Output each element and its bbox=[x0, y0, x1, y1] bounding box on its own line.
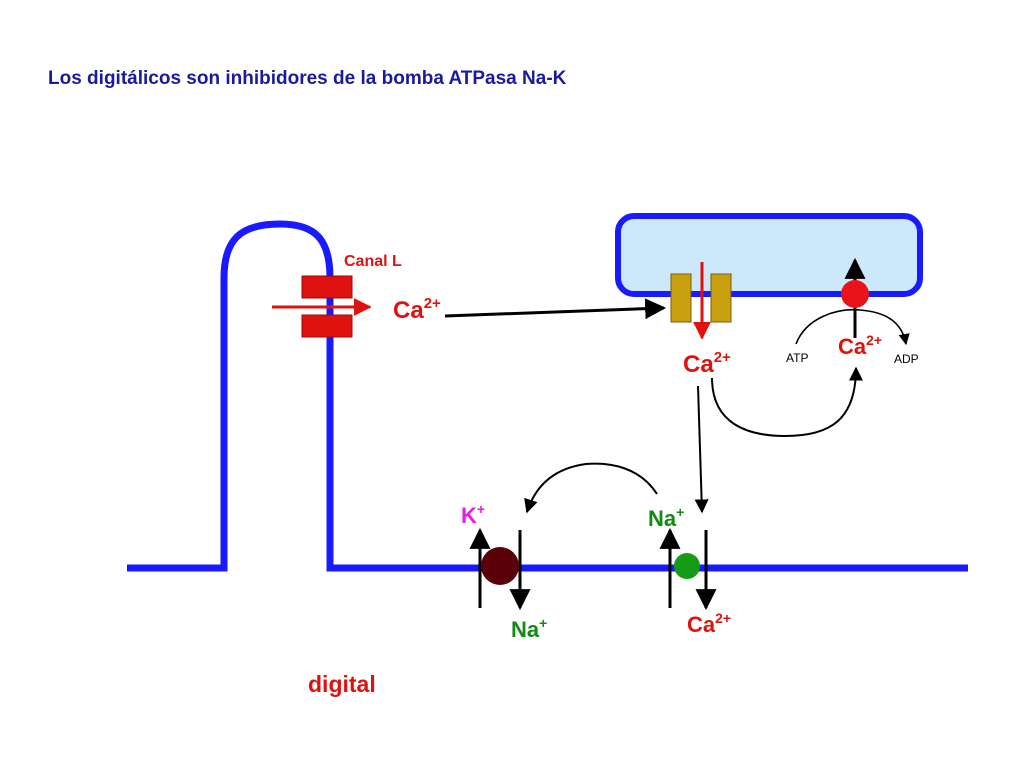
sarcoplasmic-reticulum bbox=[615, 213, 923, 297]
ca-exchanger-out-label: Ca2+ bbox=[687, 610, 731, 637]
serca-pump-circle bbox=[841, 280, 869, 308]
ca-reuptake-curve bbox=[711, 366, 863, 438]
ca-l-channel-charge: 2+ bbox=[424, 295, 441, 312]
ca-to-exchanger-arrow bbox=[694, 385, 709, 514]
k-pump-label: K+ bbox=[461, 501, 485, 528]
digital-label: digital bbox=[308, 671, 376, 697]
k-pump-charge: + bbox=[477, 501, 485, 517]
adp-label: ADP bbox=[894, 352, 919, 366]
ca-release-label: Ca2+ bbox=[683, 349, 731, 378]
na-ca-exchanger-circle bbox=[674, 553, 700, 579]
ryanodine-receptor bbox=[670, 262, 732, 340]
na-ca-exchanger bbox=[659, 527, 717, 611]
ca-exchanger-out-charge: 2+ bbox=[715, 610, 731, 626]
ca-release-charge: 2+ bbox=[714, 349, 731, 366]
sarcolemma-membrane bbox=[127, 220, 968, 572]
ca-release-symbol: Ca bbox=[683, 351, 714, 378]
na-k-atpase-pump bbox=[469, 527, 531, 611]
l-channel-lower-subunit bbox=[301, 314, 353, 338]
ca-exchanger-out-symbol: Ca bbox=[687, 612, 716, 637]
ca-serca-symbol: Ca bbox=[838, 334, 867, 359]
ca-serca-charge: 2+ bbox=[866, 332, 882, 348]
ca-l-channel-symbol: Ca bbox=[393, 297, 424, 324]
serca-pump bbox=[795, 257, 910, 346]
l-type-calcium-channel bbox=[272, 275, 372, 338]
na-k-pump-circle bbox=[481, 547, 519, 585]
na-exchanger-in-charge: + bbox=[676, 504, 684, 520]
na-exchanger-in-label: Na+ bbox=[648, 504, 684, 531]
na-pump-out-charge: + bbox=[539, 615, 547, 631]
k-pump-symbol: K bbox=[461, 503, 477, 528]
canal-l-label: Canal L bbox=[344, 253, 402, 270]
ryanodine-receptor-right bbox=[710, 273, 732, 323]
l-channel-upper-subunit bbox=[301, 275, 353, 299]
ca-serca-label: Ca2+ bbox=[838, 332, 882, 359]
ryanodine-receptor-left bbox=[670, 273, 692, 323]
na-exchanger-in-symbol: Na bbox=[648, 506, 677, 531]
na-to-pump-curve bbox=[524, 462, 658, 514]
na-pump-out-symbol: Na bbox=[511, 617, 540, 642]
slide-title: Los digitálicos son inhibidores de la bo… bbox=[48, 68, 567, 89]
atp-label: ATP bbox=[786, 351, 808, 365]
atp-hydrolysis-arrow bbox=[795, 308, 910, 346]
ca-l-channel-label: Ca2+ bbox=[393, 295, 441, 324]
cicr-trigger-arrow bbox=[444, 298, 667, 320]
na-pump-out-label: Na+ bbox=[511, 615, 547, 642]
